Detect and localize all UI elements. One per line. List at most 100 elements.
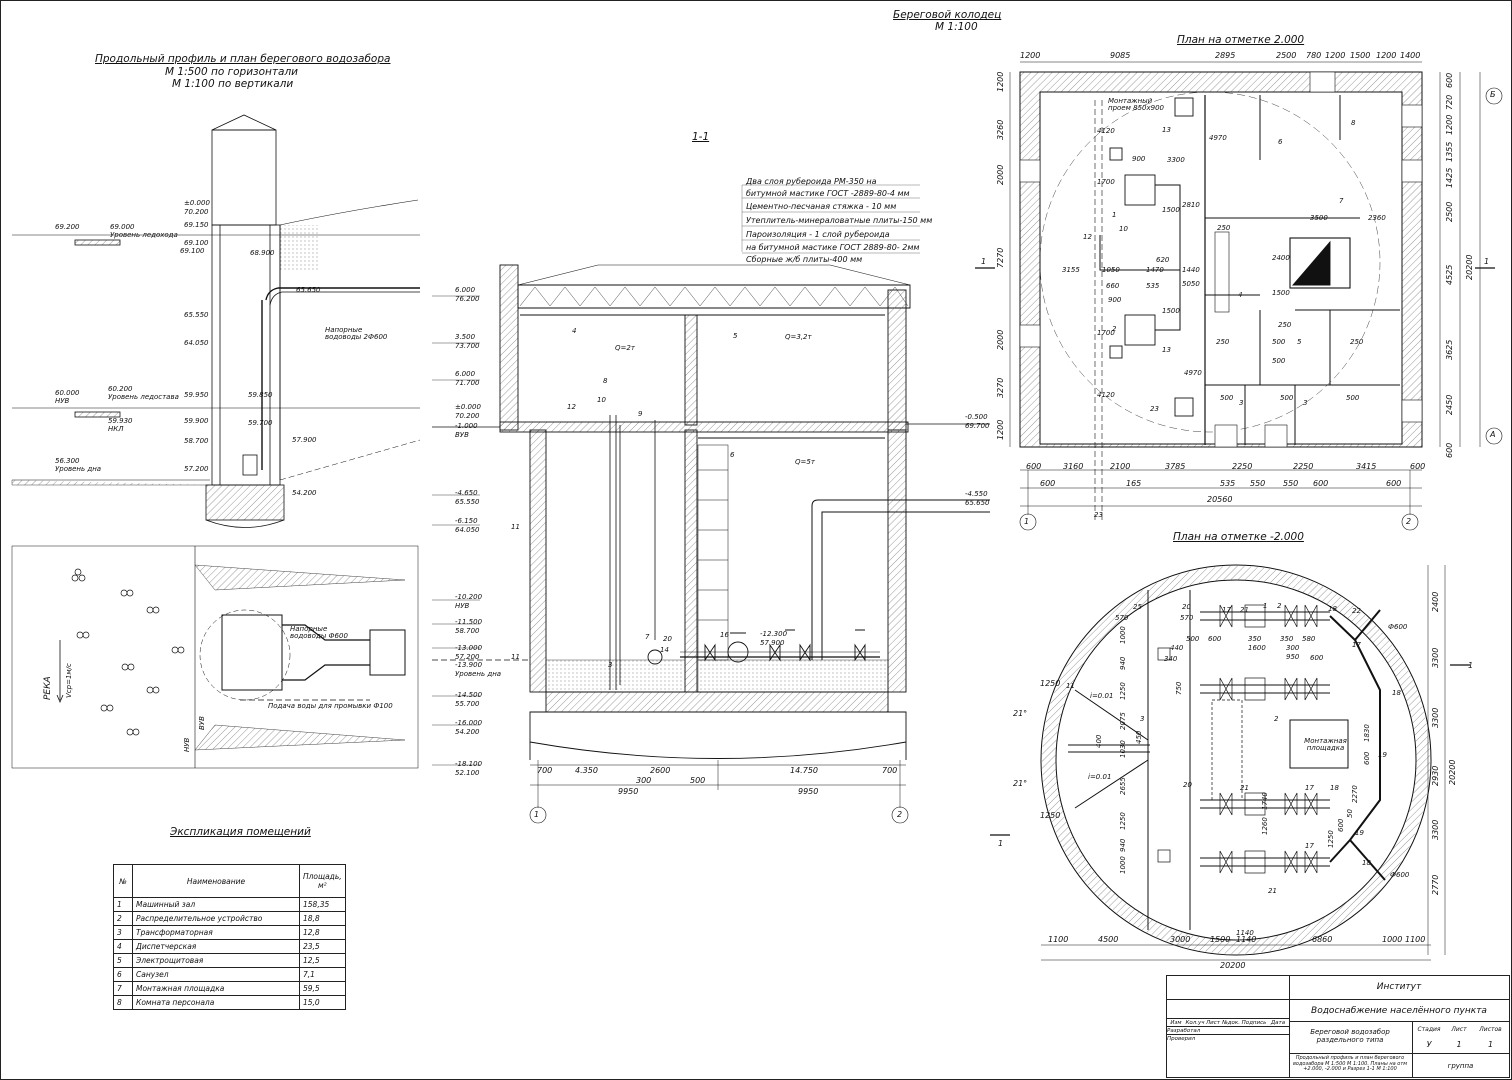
pt-top-dim: 1200 (1020, 51, 1041, 60)
stamp-stage-head: Лист (1451, 1026, 1467, 1033)
section-drawing (432, 184, 990, 824)
pt-inner-dim: 1470 (1146, 266, 1164, 274)
section-num: 9 (638, 410, 643, 418)
section-mark: -13.900 (455, 661, 483, 669)
pb-inner-dim: 350 (1248, 635, 1262, 643)
pb-mount-area: Монтажная площадка (1304, 737, 1347, 752)
pb-inner-dim: 1250 (1327, 830, 1335, 848)
pt-bottom-dim2: 550 (1283, 479, 1299, 488)
pb-left-dim: 1250 (1040, 679, 1061, 688)
pb-left-dim: 1250 (1040, 811, 1061, 820)
pt-inner-dim: 500 (1280, 394, 1294, 402)
plan-top-drawing (975, 61, 1503, 531)
pt-bottom-dim: 3160 (1063, 462, 1084, 471)
profile-level: Уровень ледохода (110, 231, 178, 239)
section-num: 11 (511, 653, 520, 661)
pt-inner-dim: 1700 (1097, 178, 1115, 186)
pt-right-dim: 1200 (1445, 114, 1454, 135)
pb-inner-dim: 350 (1280, 635, 1294, 643)
section-dim: 300 (636, 776, 652, 785)
pt-inner-dim: 1500 (1272, 289, 1290, 297)
pb-label: 17 (1352, 641, 1361, 649)
main-title: Береговой колодец (893, 9, 1002, 21)
pb-inner-dim: 440 (1170, 644, 1184, 652)
pb-inner-dim: 570 (1180, 614, 1194, 622)
profile-level: 60.000 (55, 389, 80, 397)
pb-inner-dim: 1600 (1248, 644, 1266, 652)
section-num: 14 (660, 646, 669, 654)
pt-inner-dim: 250 (1217, 224, 1231, 232)
profile-elev: 65.550 (184, 311, 209, 319)
pt-right-dim: 3625 (1445, 339, 1454, 360)
pb-section-mark: 1 (1468, 661, 1474, 670)
pb-inner-dim: 1250 (1119, 682, 1127, 700)
section-mark: -18.100 (455, 760, 483, 768)
section-mark: -11.500 (455, 618, 483, 626)
pt-inner-dim: 900 (1132, 155, 1146, 163)
section-dim: 2600 (650, 766, 671, 775)
plan-bottom-title: План на отметке -2.000 (1173, 531, 1304, 543)
pt-top-dim: 780 (1306, 51, 1322, 60)
pt-bottom-dim2: 165 (1126, 479, 1142, 488)
pb-inner-dim: 1830 (1363, 724, 1371, 742)
section-mark: -4.650 (455, 489, 478, 497)
pt-top-dim: 1200 (1376, 51, 1397, 60)
pb-inner-dim: 600 (1310, 654, 1324, 662)
section-right-mark: 65.650 (965, 499, 990, 507)
pt-inner-dim: 1500 (1162, 206, 1180, 214)
profile-level: НУВ (55, 397, 70, 405)
section-mark: 3.500 (455, 333, 476, 341)
pt-bottom-dim: 600 (1410, 462, 1426, 471)
pt-top-dim: 2895 (1215, 51, 1236, 60)
title-block: Институт Водоснабжение населённого пункт… (1166, 975, 1510, 1078)
pb-inner-dim: 450 (1135, 730, 1143, 744)
expl-cell: Распределительное устройство (132, 911, 300, 926)
pb-inner-dim: 940 (1119, 656, 1127, 670)
section-mark: 57.200 (455, 653, 480, 661)
pb-label: 2 (1277, 602, 1282, 610)
river-nuv: НУВ (183, 737, 191, 752)
profile-title: Продольный профиль и план берегового вод… (95, 53, 391, 65)
river-label: РЕКА (43, 676, 53, 700)
stamp-org: Институт (1376, 982, 1422, 992)
section-num: 7 (645, 633, 650, 641)
stamp-stage-head: Стадия (1417, 1026, 1441, 1033)
pt-section-mark: 1 (981, 257, 987, 266)
section-num: 11 (511, 523, 520, 531)
pb-label: 17 (1305, 784, 1314, 792)
stamp-stage-head: Листов (1479, 1026, 1502, 1033)
layer-text: Утеплитель-минераловатные плиты-150 мм (746, 216, 933, 225)
pt-inner-dim: 250 (1350, 338, 1364, 346)
profile-elev: 70.200 (184, 208, 209, 216)
pt-bottom-dim: 600 (1026, 462, 1042, 471)
pt-room: 4 (1238, 291, 1243, 299)
profile-elev: 57.200 (184, 465, 209, 473)
profile-elev: 59.700 (248, 419, 273, 427)
pt-bottom-dim2: 535 (1220, 479, 1236, 488)
section-num: 20 (663, 635, 672, 643)
pt-axis-num: 2 (1406, 517, 1412, 526)
pt-inner-dim: 660 (1106, 282, 1120, 290)
layer-text: Сборные ж/б плиты-400 мм (746, 255, 863, 264)
layer-text: Цементно-песчаная стяжка - 10 мм (746, 202, 897, 211)
pb-label: 21 (1268, 887, 1277, 895)
section-mark: -10.200 (455, 593, 483, 601)
pt-inner-dim: 4120 (1097, 391, 1115, 399)
pt-right-dim: 2500 (1445, 201, 1454, 222)
stamp-col: Лист (1206, 1020, 1220, 1026)
pb-right-dim: 2770 (1431, 874, 1440, 895)
pt-inner-dim: 2400 (1272, 254, 1290, 262)
explication-header: № Наименование Площадь, м² (113, 864, 346, 898)
pb-bottom-dim: 1140 (1236, 935, 1257, 944)
pb-overall: 20200 (1220, 961, 1246, 970)
profile-elev: 54.200 (292, 489, 317, 497)
crane-label: Q=3,2т (785, 333, 812, 341)
profile-level: Уровень дна (55, 465, 102, 473)
pt-inner-dim: 1050 (1102, 266, 1120, 274)
pb-label: 2 (1274, 715, 1279, 723)
main-scale: М 1:100 (935, 21, 978, 33)
profile-scale-h: М 1:500 по горизонтали (165, 66, 299, 78)
stamp-col: Изм (1170, 1020, 1182, 1026)
section-num: 12 (567, 403, 576, 411)
